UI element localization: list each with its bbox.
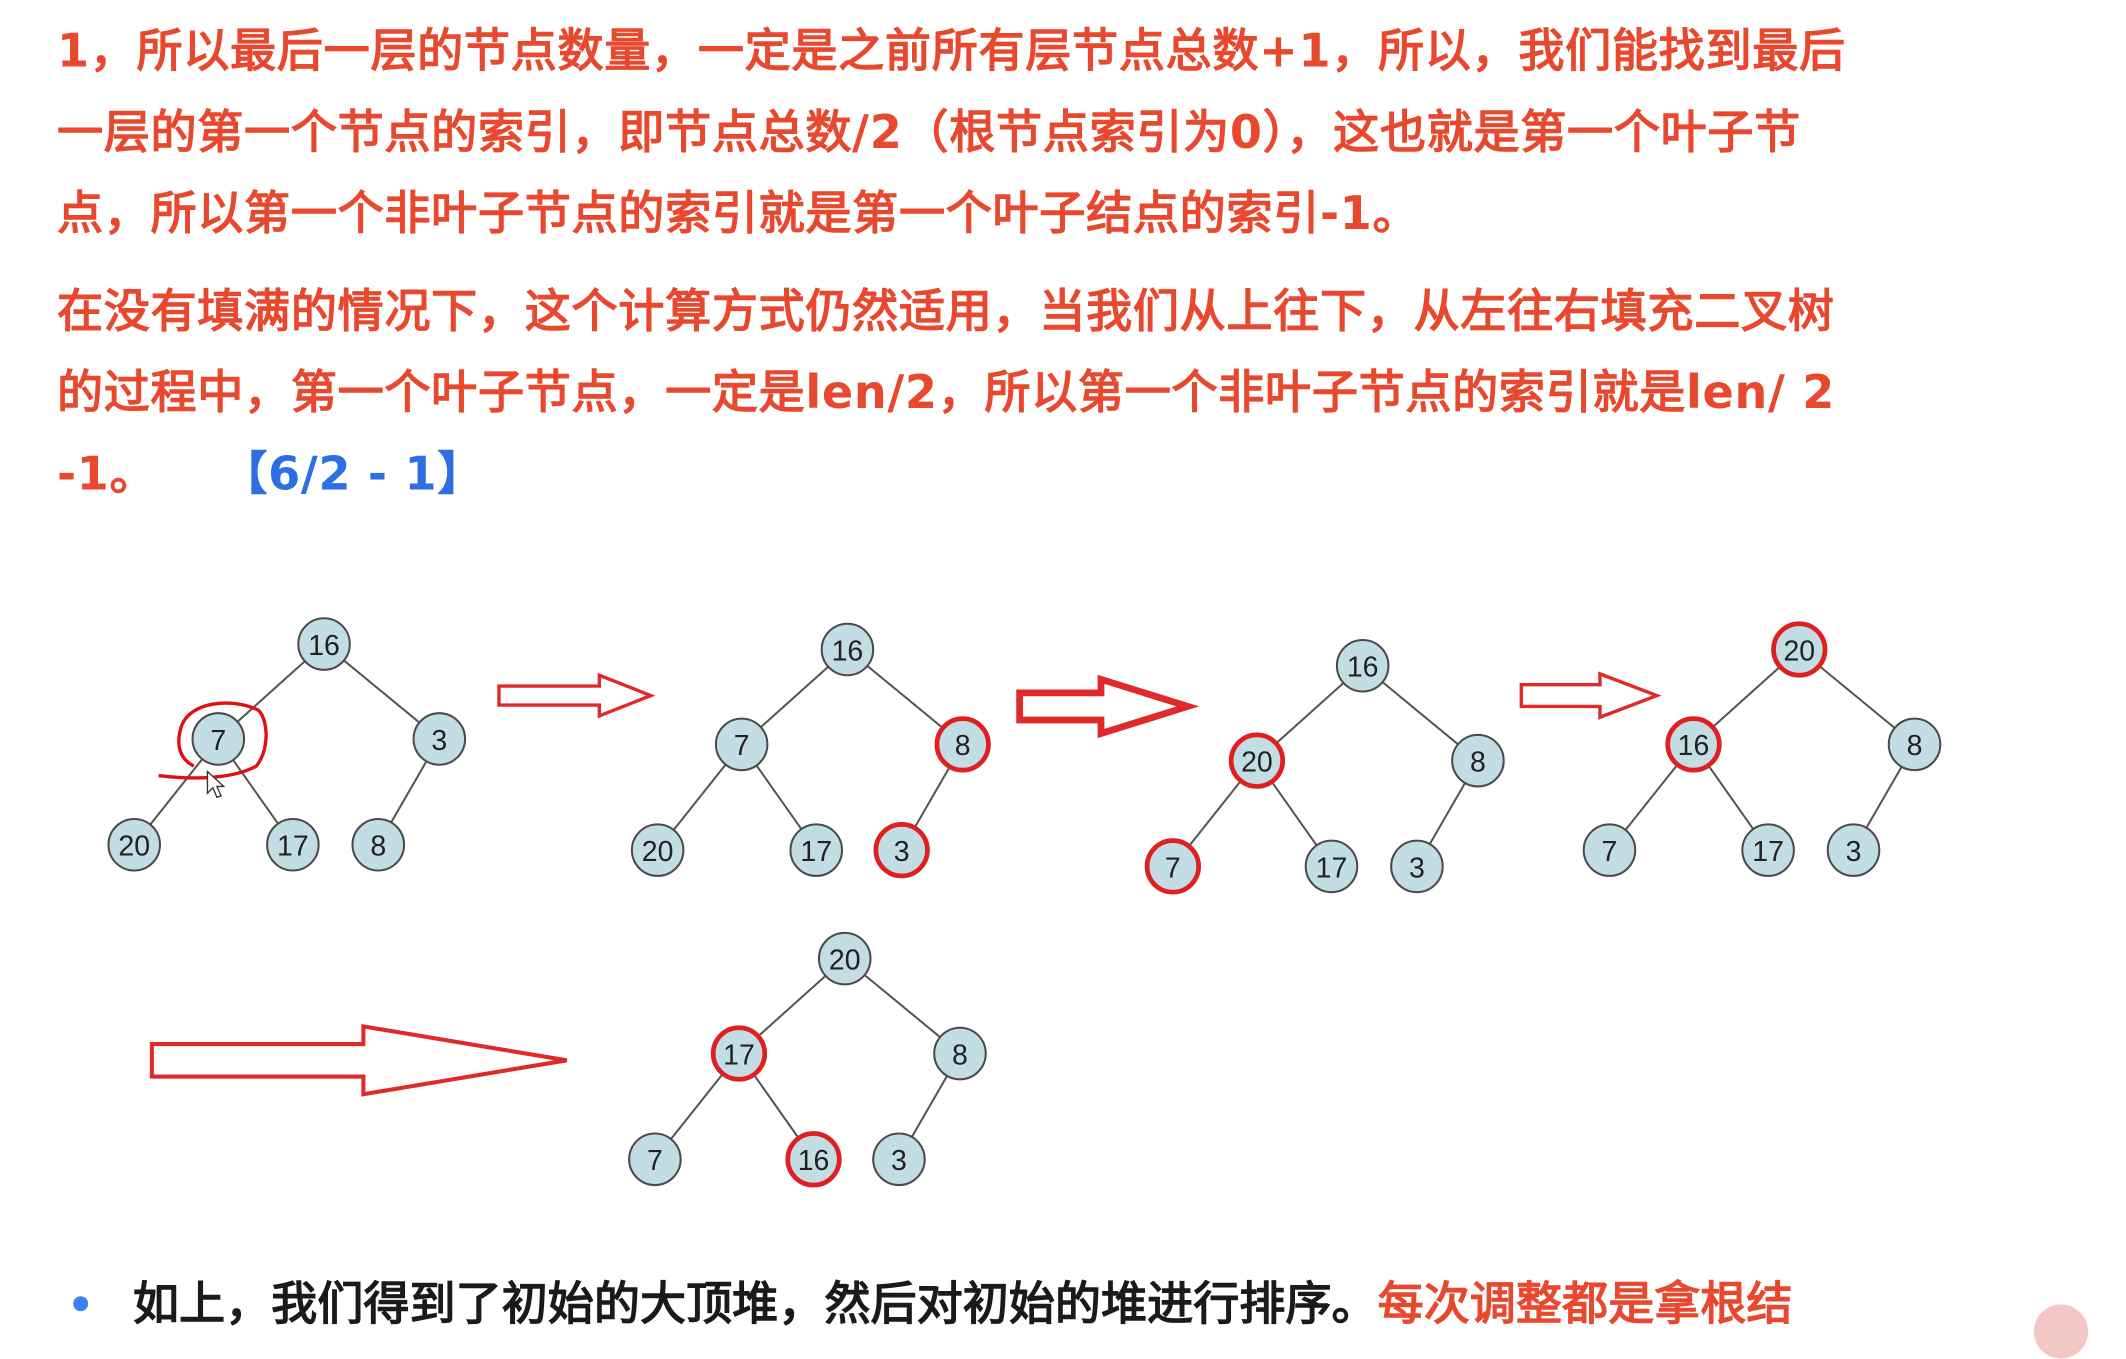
text-line: 在没有填满的情况下，这个计算方式仍然适用，当我们从上往下，从左往右填充二叉树 xyxy=(56,284,1835,339)
tree-node-label: 7 xyxy=(1165,852,1181,884)
tree-node xyxy=(1304,839,1359,894)
tree-node-label: 16 xyxy=(832,635,864,667)
tree-node xyxy=(1887,717,1942,772)
arrow-right-icon xyxy=(1016,674,1200,739)
tree-node xyxy=(1451,733,1505,788)
text-line: 的过程中，第一个叶子节点，一定是len/2，所以第一个非叶子节点的索引就是len… xyxy=(56,366,1835,421)
tree-node xyxy=(191,712,246,766)
tree-node xyxy=(628,1132,682,1187)
paragraph-leaf-index: 1，所以最后一层的节点数量，一定是之前所有层节点总数+1，所以，我们能找到最后 … xyxy=(57,11,1846,255)
tree-node-label: 3 xyxy=(431,725,447,757)
tree-node xyxy=(630,823,685,877)
tree-node-label: 3 xyxy=(1409,852,1425,884)
tree-node-label: 8 xyxy=(952,1039,968,1071)
tree-node xyxy=(297,617,351,671)
tree-node-label: 8 xyxy=(370,831,386,863)
tree-node xyxy=(412,712,467,766)
tree-node-label: 7 xyxy=(647,1145,663,1177)
tree-node-label: 17 xyxy=(723,1039,755,1071)
tree-node xyxy=(1826,823,1881,877)
tree-node xyxy=(1335,638,1390,693)
tree-node-label: 17 xyxy=(1316,852,1348,884)
hand-drawn-circle xyxy=(158,701,268,780)
text-line: 点，所以第一个非叶子节点的索引就是第一个叶子结点的索引-1。 xyxy=(56,187,1420,242)
summary-highlight: 每次调整都是拿根结 xyxy=(1377,1277,1793,1332)
tree-node-label: 3 xyxy=(891,1145,907,1177)
tree-node xyxy=(714,717,769,772)
text-line: 1，所以最后一层的节点数量，一定是之前所有层节点总数+1，所以，我们能找到最后 xyxy=(56,24,1846,79)
tree-node xyxy=(1741,823,1795,877)
summary-line: 如上，我们得到了初始的大顶堆，然后对初始的堆进行排序。每次调整都是拿根结 xyxy=(133,1269,1793,1340)
formula: 【6/2 - 1】 xyxy=(221,447,485,502)
tree-node xyxy=(933,1026,987,1081)
tree-node-label: 8 xyxy=(1470,747,1486,779)
paragraph-unfilled-case: 在没有填满的情况下，这个计算方式仍然适用，当我们从上往下，从左往右填充二叉树 的… xyxy=(57,271,1835,515)
tree-node xyxy=(1582,823,1637,877)
tree-node-label: 20 xyxy=(642,836,674,868)
tree-node-label: 3 xyxy=(1846,836,1862,868)
heap-build-diagram: 16 7 3 20 17 8 16 7 8 20 17 3 16 20 8 7 17 3 20 16 8 7 17 3 20 17… xyxy=(107,617,1942,1188)
tree-node-label: 7 xyxy=(1602,836,1618,868)
arrow-right-icon xyxy=(149,1024,568,1097)
tree-node-label: 3 xyxy=(894,836,910,868)
tree-node xyxy=(872,1132,926,1187)
tree-node xyxy=(785,1131,842,1188)
tree-node-label: 17 xyxy=(1752,836,1784,868)
arrow-right-icon xyxy=(497,672,656,719)
tree-node-label: 20 xyxy=(1241,747,1273,779)
tree-node-label: 20 xyxy=(829,944,861,976)
tree-node-label: 17 xyxy=(800,836,832,868)
tree-node xyxy=(789,823,844,877)
tree-node xyxy=(1144,838,1201,895)
tree-node xyxy=(107,817,162,872)
tree-node-label: 8 xyxy=(955,730,971,762)
tree-node xyxy=(1771,621,1828,678)
tree-node xyxy=(1390,839,1444,894)
document-page: 1，所以最后一层的节点数量，一定是之前所有层节点总数+1，所以，我们能找到最后 … xyxy=(56,11,2089,1359)
tree-node xyxy=(1228,732,1286,789)
mouse-pointer-icon xyxy=(206,769,226,799)
tree-node xyxy=(820,622,875,677)
tree-node-label: 16 xyxy=(1678,730,1710,762)
tree-node xyxy=(1665,716,1722,773)
tree-node xyxy=(266,817,320,872)
tree-node-label: 16 xyxy=(1347,652,1379,684)
bullet-dot-icon xyxy=(73,1296,89,1312)
summary-text: 如上，我们得到了初始的大顶堆，然后对初始的堆进行排序。 xyxy=(132,1277,1378,1332)
text-line: -1。 【6/2 - 1】 xyxy=(57,434,1835,515)
tree-node-label: 7 xyxy=(210,725,226,757)
floating-widget-icon[interactable] xyxy=(2033,1304,2089,1359)
arrow-right-icon xyxy=(1519,671,1662,720)
tree-node-label: 7 xyxy=(734,730,750,762)
tree-node xyxy=(817,931,872,986)
tree-node-label: 16 xyxy=(308,630,340,662)
tree-node xyxy=(710,1025,768,1082)
tree-node-label: 20 xyxy=(1783,635,1815,667)
tree-node xyxy=(873,822,930,879)
tree-node-label: 17 xyxy=(277,831,309,863)
tree-node xyxy=(351,817,406,872)
tree-node-label: 8 xyxy=(1907,730,1923,762)
tree-node-label: 16 xyxy=(798,1145,830,1177)
tree-node-label: 20 xyxy=(118,831,150,863)
tree-node xyxy=(934,716,991,773)
text-line: 一层的第一个节点的索引，即节点总数/2（根节点索引为0），这也就是第一个叶子节 xyxy=(56,105,1801,160)
text-fragment: -1。 xyxy=(56,447,157,502)
